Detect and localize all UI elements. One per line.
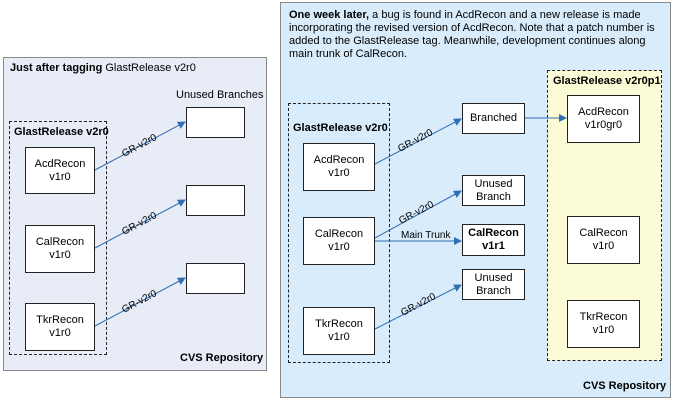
left-unused-branch-box-1 xyxy=(186,107,245,138)
right-repo-label: CVS Repository xyxy=(583,380,667,392)
branched-box: Branched xyxy=(462,103,525,134)
right-edge-label-1: GR-v2r0 xyxy=(396,127,435,155)
right-arrow-calrecon-unused xyxy=(374,190,462,239)
right-unused-branch-label-2: Unused Branch xyxy=(474,271,513,297)
right-group-title: GlastRelease v2r0 xyxy=(293,122,388,134)
left-calrecon-label: CalRecon v1r0 xyxy=(35,236,85,261)
patch-group-title: GlastRelease v2r0p1 xyxy=(553,75,661,87)
right-edge-label-2: GR-v2r0 xyxy=(397,199,436,227)
left-header-rest: GlastRelease v2r0 xyxy=(102,62,196,74)
left-group-title: GlastRelease v2r0 xyxy=(14,126,109,138)
right-acdrecon-label: AcdRecon v1r0 xyxy=(313,154,365,179)
right-unused-branch-label-1: Unused Branch xyxy=(474,177,513,203)
right-tkrrecon-label: TkrRecon v1r0 xyxy=(315,318,363,343)
patch-calrecon-label: CalRecon v1r0 xyxy=(579,227,628,252)
left-edge-label-1: GR-v2r0 xyxy=(120,132,159,160)
right-tkrrecon-box: TkrRecon v1r0 xyxy=(303,307,375,355)
left-repo-label: CVS Repository xyxy=(180,352,264,364)
left-edge-label-2: GR-v2r0 xyxy=(120,210,159,238)
right-acdrecon-box: AcdRecon v1r0 xyxy=(303,143,375,191)
right-arrow-acdrecon xyxy=(374,118,462,165)
right-arrow-tkrrecon xyxy=(374,284,462,330)
right-group-glastrelease-v2r0 xyxy=(288,103,390,363)
left-acdrecon-label: AcdRecon v1r0 xyxy=(34,157,86,183)
right-calrecon-box: CalRecon v1r0 xyxy=(303,217,375,265)
calrecon-v1r1-label: CalRecon v1r1 xyxy=(468,227,519,252)
left-arrow-acdrecon xyxy=(94,121,186,171)
branched-label: Branched xyxy=(469,112,518,124)
patch-acdrecon-label: AcdRecon v1r0gr0 xyxy=(578,106,629,131)
left-edge-label-3: GR-v2r0 xyxy=(120,288,159,316)
left-calrecon-box: CalRecon v1r0 xyxy=(25,225,95,273)
left-arrow-calrecon xyxy=(94,199,186,249)
left-header: Just after tagging GlastRelease v2r0 xyxy=(10,62,196,75)
left-group-glastrelease-v2r0 xyxy=(9,121,107,355)
unused-branches-title: Unused Branches xyxy=(176,89,264,101)
right-edge-label-trunk: Main Trunk xyxy=(401,230,451,241)
left-header-bold: Just after tagging xyxy=(10,62,103,74)
right-edge-label-3: GR-v2r0 xyxy=(399,291,438,319)
patch-acdrecon-box: AcdRecon v1r0gr0 xyxy=(567,95,640,143)
right-note-rest: a bug is found in AcdRecon and a new rel… xyxy=(289,9,655,60)
right-note: One week later, a bug is found in AcdRec… xyxy=(289,9,659,61)
right-unused-branch-box-2: Unused Branch xyxy=(462,269,525,300)
left-unused-branch-box-3 xyxy=(186,263,245,294)
right-unused-branch-box-1: Unused Branch xyxy=(462,175,525,206)
right-note-bold: One week later, xyxy=(289,9,370,21)
left-acdrecon-box: AcdRecon v1r0 xyxy=(25,147,95,194)
left-arrow-tkrrecon xyxy=(94,277,186,327)
patch-tkrrecon-box: TkrRecon v1r0 xyxy=(567,300,640,348)
left-tkrrecon-box: TkrRecon v1r0 xyxy=(25,303,95,351)
patch-tkrrecon-label: TkrRecon v1r0 xyxy=(579,311,628,336)
left-tkrrecon-label: TkrRecon v1r0 xyxy=(36,314,84,339)
left-unused-branch-box-2 xyxy=(186,185,245,216)
patch-calrecon-box: CalRecon v1r0 xyxy=(567,216,640,264)
calrecon-v1r1-box: CalRecon v1r1 xyxy=(462,224,525,256)
right-calrecon-label: CalRecon v1r0 xyxy=(314,228,364,253)
